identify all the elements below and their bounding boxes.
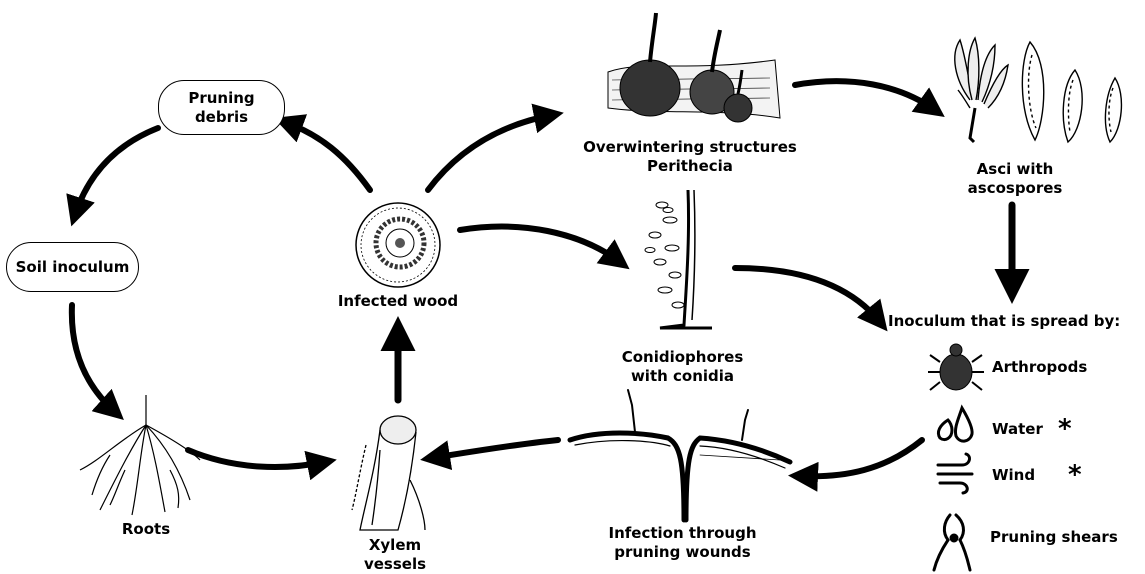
infected-wood-illustration — [356, 203, 440, 287]
xylem-label-2: vessels — [340, 555, 450, 574]
xylem-label-1: Xylem — [340, 536, 450, 555]
arrow-wood-to-debris — [285, 122, 370, 190]
vine-illustration — [570, 390, 790, 520]
asci-label-2: ascospores — [960, 179, 1070, 198]
arrow-soil-to-roots — [72, 305, 115, 412]
arrow-roots-to-xylem — [188, 450, 325, 467]
spread-item-wind: Wind — [992, 466, 1062, 485]
inoculum-header: Inoculum that is spread by: — [888, 312, 1145, 331]
perithecia-label: Overwintering structures Perithecia — [570, 138, 810, 176]
xylem-label: Xylem vessels — [340, 536, 450, 574]
perithecia-illustration — [608, 13, 780, 122]
conidiophores-label-1: Conidiophores — [615, 348, 750, 367]
cycle-arrows — [72, 81, 1012, 476]
pruning-debris-node: Pruning debris — [158, 80, 285, 135]
infection-label-2: pruning wounds — [590, 543, 775, 562]
spread-item-pruning-shears: Pruning shears — [990, 528, 1140, 547]
spread-item-arthropods: Arthropods — [992, 358, 1132, 377]
conidiophores-illustration — [645, 190, 712, 328]
perithecia-label-1: Overwintering structures — [570, 138, 810, 157]
arrow-wood-to-conidiophores — [460, 227, 620, 262]
wind-asterisk: * — [1068, 460, 1082, 490]
arrow-inoculum-to-infection — [800, 440, 922, 476]
water-asterisk: * — [1058, 414, 1072, 444]
arrow-wood-to-perithecia — [428, 115, 552, 190]
wind-icon — [938, 454, 972, 493]
asci-label-1: Asci with — [960, 160, 1070, 179]
arrow-infection-to-xylem — [432, 440, 558, 458]
infection-label-1: Infection through — [590, 524, 775, 543]
xylem-illustration — [352, 416, 425, 530]
arrow-conidiophores-to-inoculum — [735, 268, 880, 322]
asci-label: Asci with ascospores — [960, 160, 1070, 198]
perithecia-label-2: Perithecia — [570, 157, 810, 176]
spread-item-water: Water — [992, 420, 1062, 439]
roots-label: Roots — [100, 520, 192, 539]
infection-label: Infection through pruning wounds — [590, 524, 775, 562]
pruning-debris-label-2: debris — [195, 108, 248, 127]
arrow-perithecia-to-asci — [795, 81, 935, 110]
asci-illustration — [955, 38, 1122, 142]
soil-inoculum-label: Soil inoculum — [16, 258, 130, 277]
pruning-debris-label-1: Pruning — [188, 89, 254, 108]
soil-inoculum-node: Soil inoculum — [6, 242, 139, 292]
water-drops-icon — [938, 408, 972, 441]
roots-illustration — [80, 395, 200, 515]
conidiophores-label-2: with conidia — [615, 367, 750, 386]
beetle-icon — [928, 344, 984, 390]
infected-wood-label: Infected wood — [325, 292, 471, 311]
arrow-debris-to-soil — [75, 128, 158, 215]
pruning-shears-icon — [934, 515, 970, 570]
conidiophores-label: Conidiophores with conidia — [615, 348, 750, 386]
